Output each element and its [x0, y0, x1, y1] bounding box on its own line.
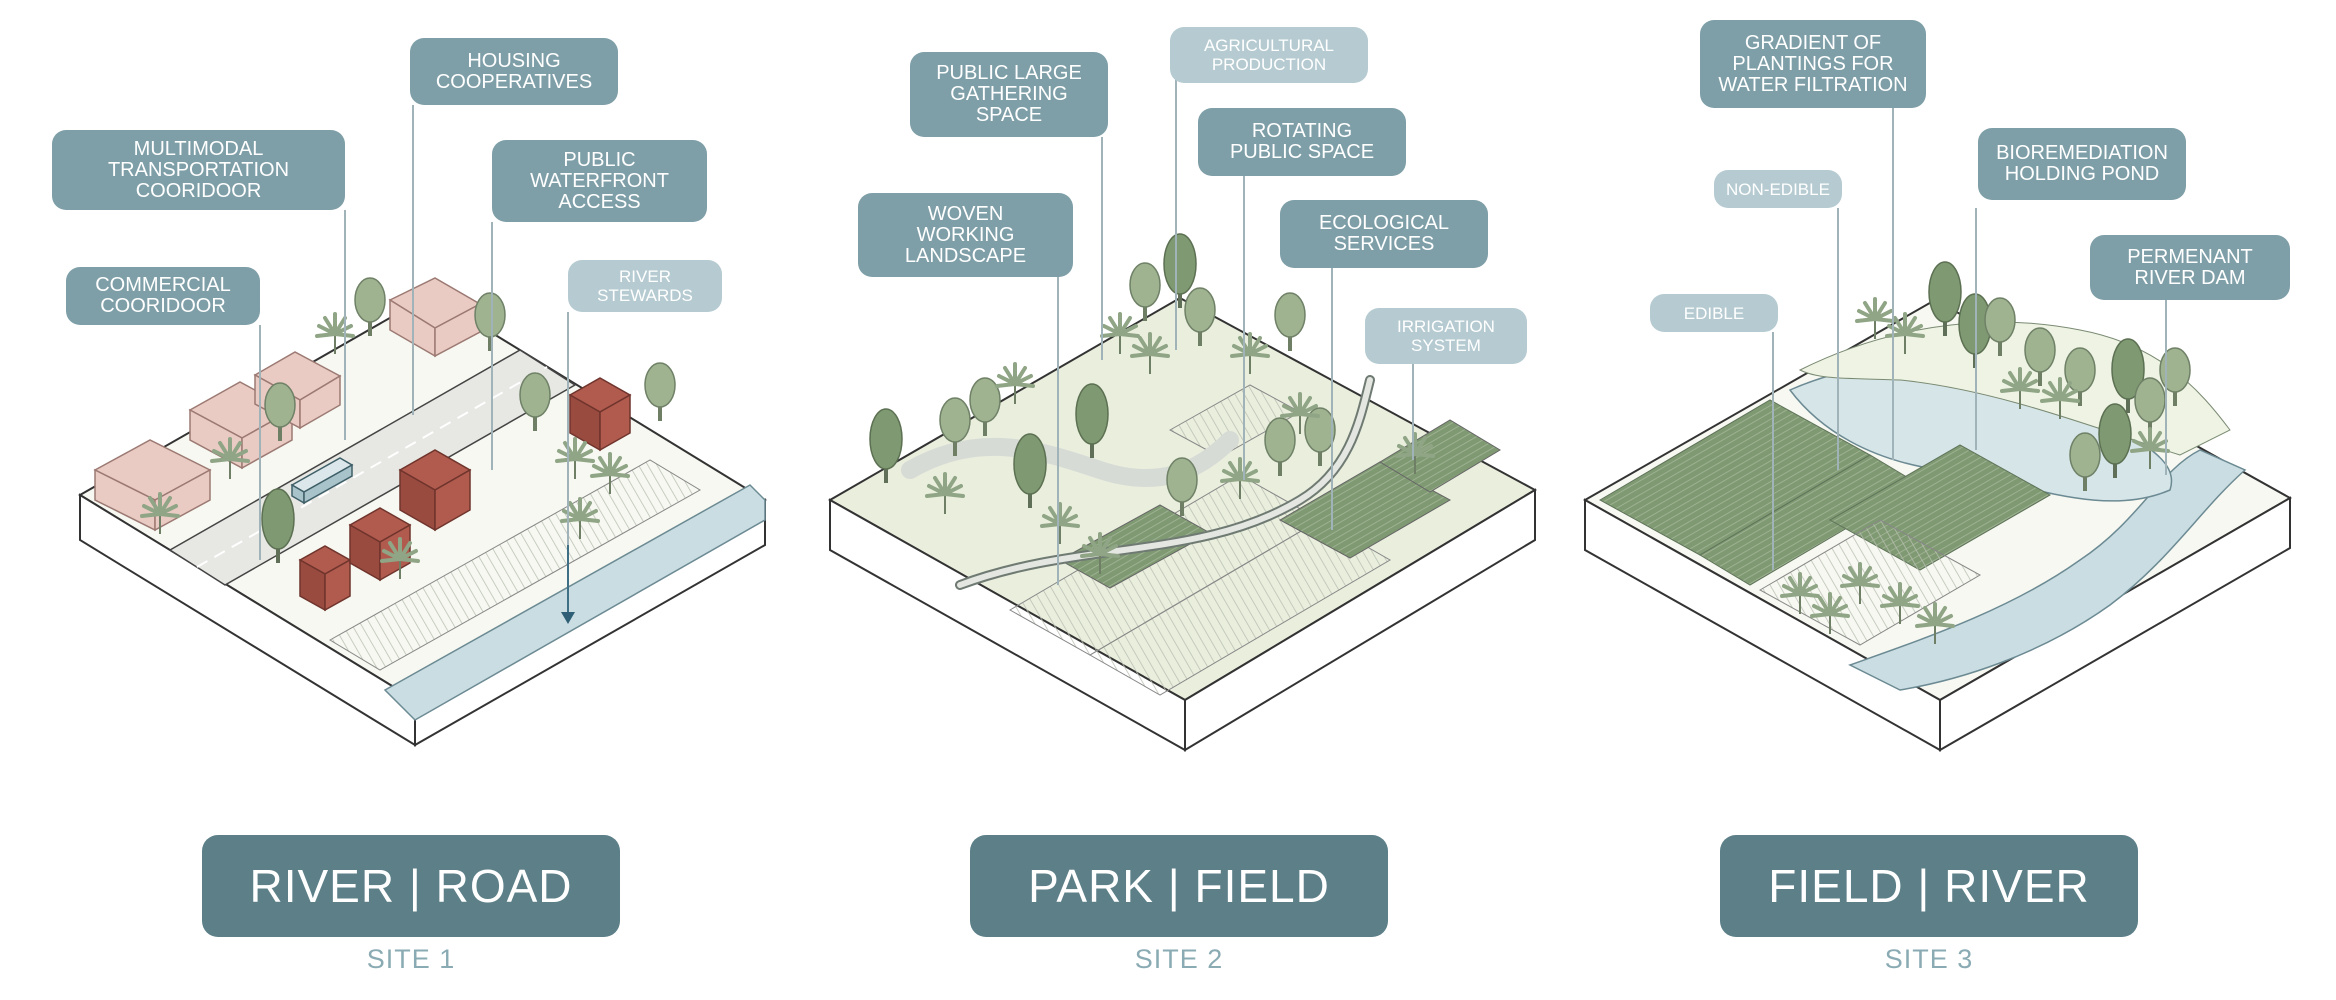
site3-block: [1582, 261, 2293, 752]
callout-gradient-of-plantings: GRADIENT OF PLANTINGS FOR WATER FILTRATI…: [1700, 20, 1926, 108]
callout-irrigation-system: IRRIGATION SYSTEM: [1365, 308, 1527, 364]
callout-river-stewards: RIVER STEWARDS: [568, 260, 722, 312]
callout-woven-working-landscape: WOVEN WORKING LANDSCAPE: [858, 193, 1073, 277]
bus-icon: [290, 457, 354, 505]
leader-lines: [259, 75, 2167, 585]
callout-non-edible: NON-EDIBLE: [1714, 170, 1842, 208]
site2-block: [827, 233, 1538, 752]
callout-rotating-public-space: ROTATING PUBLIC SPACE: [1198, 108, 1406, 176]
callout-edible: EDIBLE: [1650, 294, 1778, 332]
site3-title: FIELD | RIVER: [1720, 835, 2138, 937]
callout-permenant-river-dam: PERMENANT RIVER DAM: [2090, 235, 2290, 300]
site1-block: [78, 277, 767, 747]
callout-commercial-cooridoor: COMMERCIAL COORIDOOR: [66, 267, 260, 325]
callout-bioremediation-holding-pond: BIOREMEDIATION HOLDING POND: [1978, 128, 2186, 200]
site1-title: RIVER | ROAD: [202, 835, 620, 937]
callout-public-large-gathering: PUBLIC LARGE GATHERING SPACE: [910, 52, 1108, 137]
site2-label: SITE 2: [1134, 944, 1224, 974]
site1-label: SITE 1: [366, 944, 456, 974]
callout-housing-cooperatives: HOUSING COOPERATIVES: [410, 38, 618, 105]
callout-multimodal-transportation: MULTIMODAL TRANSPORTATION COORIDOOR: [52, 130, 345, 210]
callout-agricultural-production: AGRICULTURAL PRODUCTION: [1170, 27, 1368, 83]
callout-ecological-services: ECOLOGICAL SERVICES: [1280, 200, 1488, 268]
callout-public-waterfront-access: PUBLIC WATERFRONT ACCESS: [492, 140, 707, 222]
site2-title: PARK | FIELD: [970, 835, 1388, 937]
site3-label: SITE 3: [1884, 944, 1974, 974]
